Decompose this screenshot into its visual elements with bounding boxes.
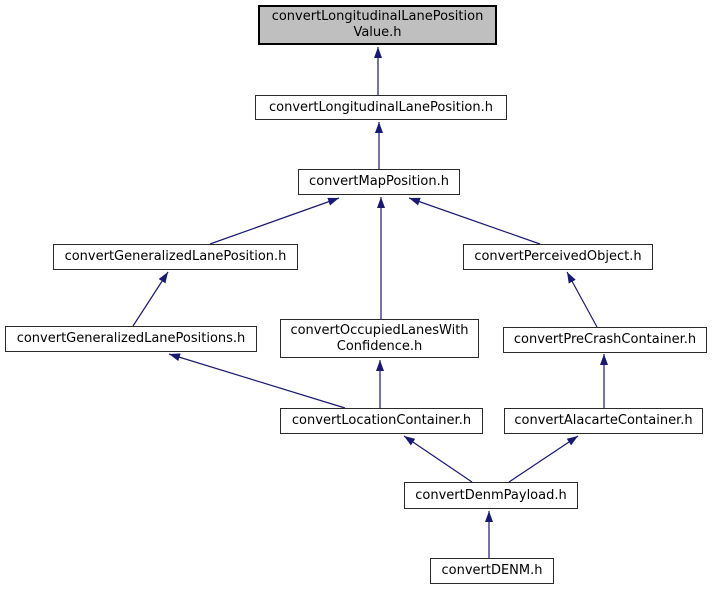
node-convertDENM-h[interactable]: convertDENM.h [430, 558, 554, 584]
edge-convertDenmPayload-to-convertAlacarteContainer [508, 435, 579, 483]
node-label: convertLocationContainer.h [291, 413, 472, 428]
edge-convertGeneralizedLanePositions-to-convertGeneralizedLanePosition [132, 271, 169, 327]
node-convertGeneralizedLanePosition-h[interactable]: convertGeneralizedLanePosition.h [53, 244, 298, 270]
node-convertGeneralizedLanePositions-h[interactable]: convertGeneralizedLanePositions.h [5, 326, 257, 352]
node-convertLongitudinalLanePosition-h[interactable]: convertLongitudinalLanePosition.h [255, 95, 507, 120]
node-convertDenmPayload-h[interactable]: convertDenmPayload.h [404, 482, 578, 509]
node-label: convertLongitudinalLanePosition.h [269, 99, 493, 115]
edge-convertDenmPayload-to-convertLocationContainer [403, 435, 473, 483]
node-label: convertGeneralizedLanePositions.h [16, 331, 246, 346]
node-convertPreCrashContainer-h[interactable]: convertPreCrashContainer.h [503, 327, 707, 353]
node-convertMapPosition-h[interactable]: convertMapPosition.h [298, 169, 460, 195]
node-label: convertDENM.h [441, 563, 543, 578]
node-label: convertPerceivedObject.h [474, 249, 642, 264]
node-label: convertMapPosition.h [309, 174, 449, 189]
node-convertAlacarteContainer-h[interactable]: convertAlacarteContainer.h [504, 408, 703, 434]
node-convertOccupiedLanesWithConfidence-h[interactable]: convertOccupiedLanesWith Confidence.h [280, 319, 479, 358]
node-label: convertGeneralizedLanePosition.h [64, 249, 287, 264]
node-label: convertPreCrashContainer.h [513, 332, 697, 347]
node-label: convertDenmPayload.h [415, 487, 567, 503]
node-convertLongitudinalLanePositionValue-h: convertLongitudinalLanePosition Value.h [258, 5, 497, 45]
node-label: convertAlacarteContainer.h [514, 413, 693, 428]
node-label: convertOccupiedLanesWith Confidence.h [290, 322, 469, 354]
edge-convertPerceivedObject-to-convertMapPosition [408, 197, 541, 245]
node-label: convertLongitudinalLanePosition Value.h [271, 9, 484, 40]
node-convertPerceivedObject-h[interactable]: convertPerceivedObject.h [463, 244, 653, 270]
edge-convertGeneralizedLanePosition-to-convertMapPosition [209, 197, 340, 245]
edge-convertLocationContainer-to-convertGeneralizedLanePositions [168, 353, 346, 409]
edge-convertPreCrashContainer-to-convertPerceivedObject [566, 271, 598, 328]
node-convertLocationContainer-h[interactable]: convertLocationContainer.h [280, 408, 483, 434]
